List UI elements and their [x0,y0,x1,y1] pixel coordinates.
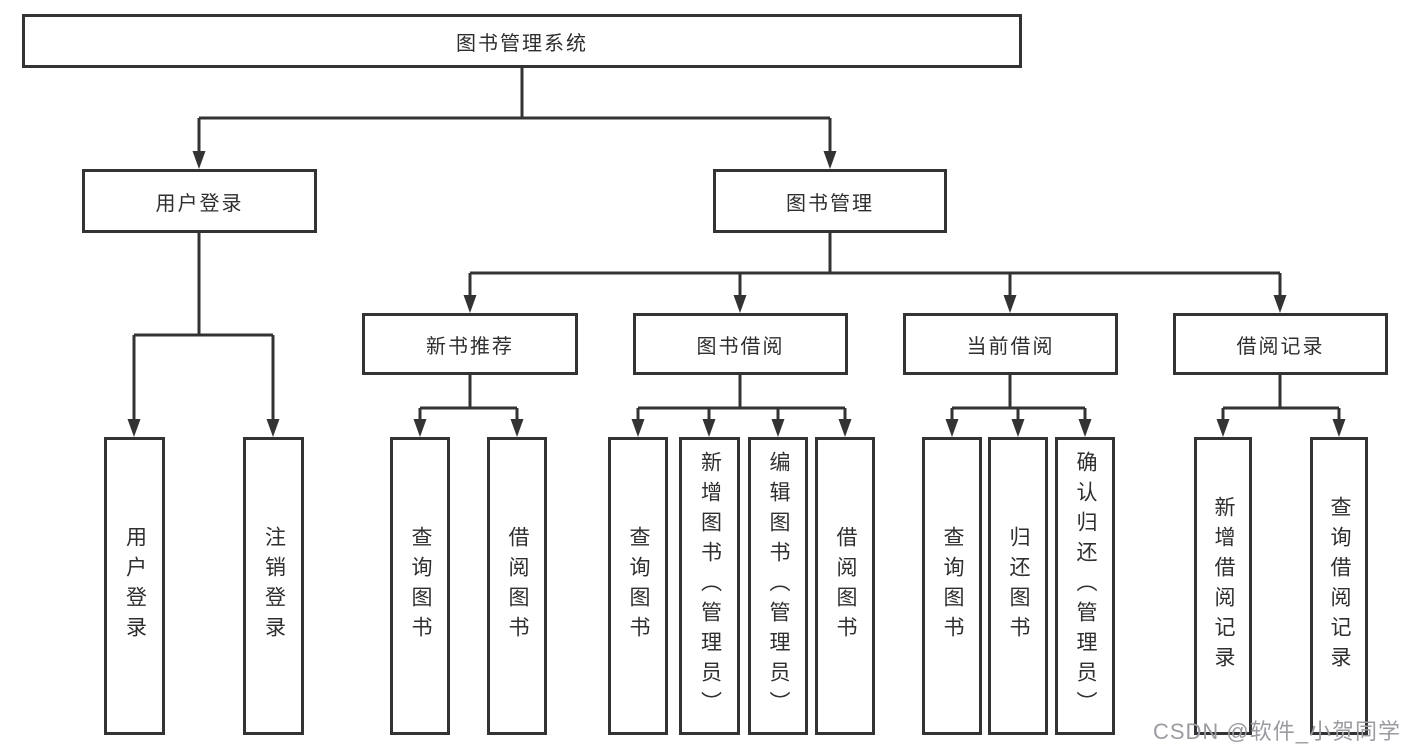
leaf-borrowing-borrow-book: 借阅图书 [815,437,875,735]
node-user-login: 用户登录 [82,169,317,233]
leaf-current-confirm-return-admin: 确认归还（管理员） [1055,437,1115,735]
leaf-recommend-query-book: 查询图书 [390,437,450,735]
node-root-library-management-system: 图书管理系统 [22,14,1022,68]
connector-current-borrowing-children [945,375,1092,437]
leaf-records-query-borrow-record: 查询借阅记录 [1310,437,1368,735]
connector-user-login-children [127,233,280,437]
leaf-current-query-book: 查询图书 [922,437,982,735]
leaf-current-return-book: 归还图书 [988,437,1048,735]
leaf-user-login: 用户登录 [104,437,165,735]
node-book-borrowing: 图书借阅 [633,313,848,375]
connector-new-book-recommend-children [413,375,524,437]
node-book-management: 图书管理 [713,169,947,233]
connector-borrowing-records-children [1216,375,1346,437]
leaf-records-add-borrow-record: 新增借阅记录 [1194,437,1252,735]
leaf-borrowing-edit-book-admin: 编辑图书（管理员） [748,437,808,735]
node-borrowing-records: 借阅记录 [1173,313,1388,375]
leaf-borrowing-query-book: 查询图书 [608,437,668,735]
node-current-borrowing: 当前借阅 [903,313,1118,375]
leaf-borrowing-add-book-admin: 新增图书（管理员） [679,437,740,735]
leaf-logout-login: 注销登录 [243,437,304,735]
leaf-recommend-borrow-book: 借阅图书 [487,437,547,735]
connector-book-management-children [463,233,1287,313]
node-new-book-recommend: 新书推荐 [362,313,578,375]
connector-book-borrowing-children [631,375,852,437]
connector-root-to-level1 [192,68,837,169]
